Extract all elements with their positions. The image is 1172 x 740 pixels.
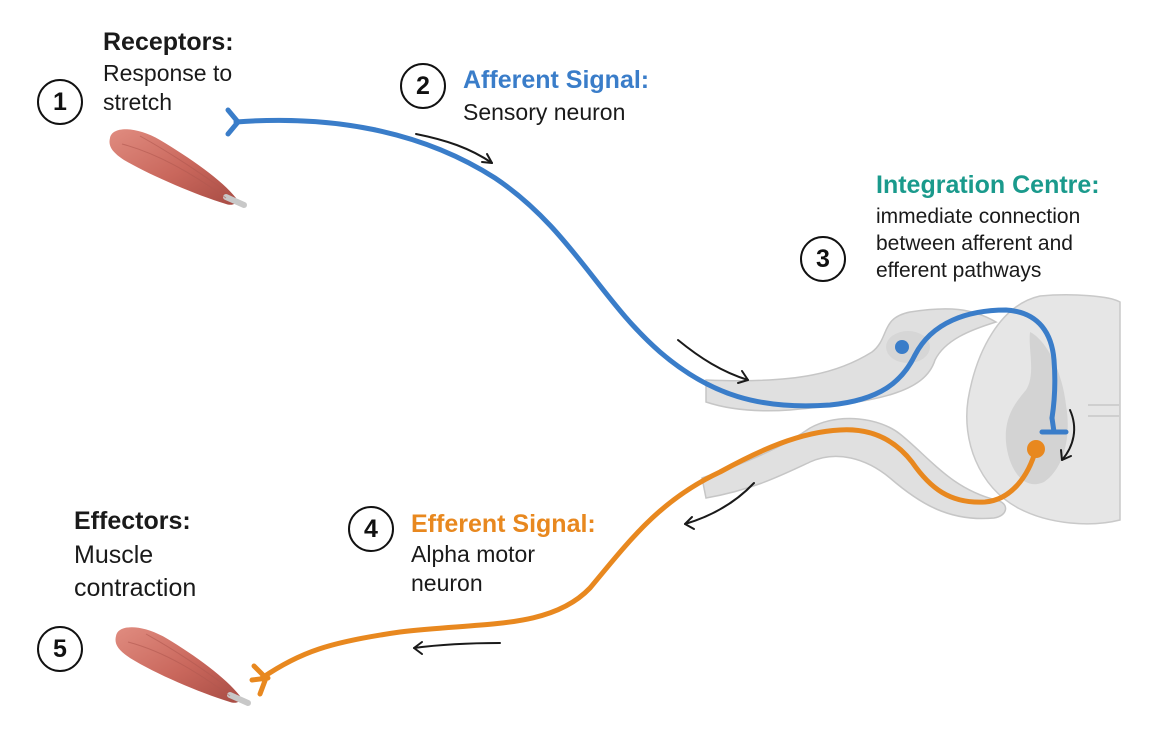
ventral-root — [701, 417, 1007, 520]
efferent-neuron — [249, 427, 1045, 697]
receptors-title: Receptors: — [103, 28, 234, 56]
efferent-signal-title: Efferent Signal: — [411, 510, 596, 538]
direction-arrows — [413, 133, 1076, 655]
step-3-badge: 3 — [800, 236, 846, 282]
step-4-badge: 4 — [348, 506, 394, 552]
arrow-afferent-2 — [677, 339, 749, 381]
efferent-signal-description: Alpha motor neuron — [411, 541, 536, 596]
effectors-description: Muscle contraction — [74, 541, 197, 602]
afferent-neuron — [225, 107, 1069, 435]
receptor-muscle — [109, 129, 247, 208]
arrow-afferent-1 — [415, 133, 493, 164]
step-2-badge: 2 — [400, 63, 446, 109]
integration-centre-description: immediate connection between afferent an… — [876, 205, 1081, 282]
arrow-efferent-1 — [684, 482, 755, 525]
integration-centre-title: Integration Centre: — [876, 171, 1100, 199]
effectors-title: Effectors: — [74, 507, 191, 535]
afferent-signal-description: Sensory neuron — [463, 99, 626, 125]
receptors-description: Response to stretch — [103, 60, 233, 115]
step-1-badge: 1 — [37, 79, 83, 125]
arrow-integration — [1061, 409, 1076, 461]
step-5-badge: 5 — [37, 626, 83, 672]
dorsal-root — [705, 308, 998, 412]
effector-muscle — [115, 627, 251, 706]
afferent-signal-title: Afferent Signal: — [463, 66, 650, 94]
arrow-efferent-2 — [413, 642, 501, 649]
